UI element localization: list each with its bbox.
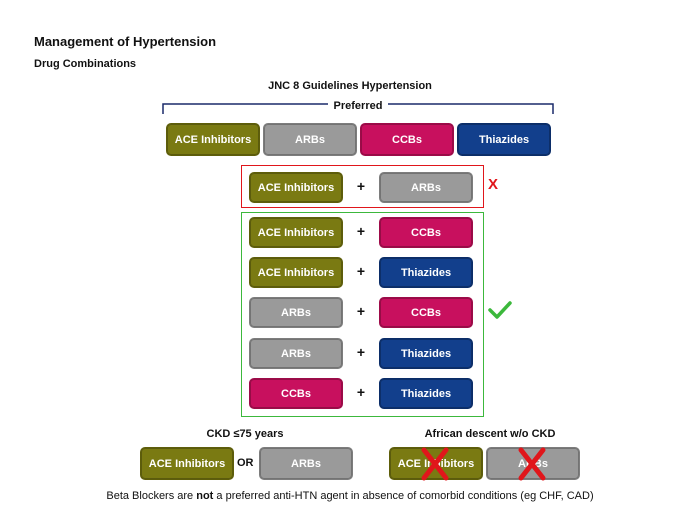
plus-sign: + [356,263,366,279]
preferred-label: Preferred [333,100,383,112]
avoid-ace-inhibitors: ACE Inhibitors [249,172,343,203]
plus-sign: + [356,303,366,319]
combo5-thiazides: Thiazides [379,378,473,409]
plus-sign: + [356,384,366,400]
preferred-thiazides: Thiazides [457,123,551,156]
or-label: OR [237,457,254,469]
combo1-ace-inhibitors: ACE Inhibitors [249,217,343,248]
avoid-x-mark: X [488,176,499,193]
combo2-ace-inhibitors: ACE Inhibitors [249,257,343,288]
plus-sign: + [356,223,366,239]
footnote-text-end: a preferred anti-HTN agent in absence of… [213,490,594,502]
footnote-text-start: Beta Blockers are [106,490,197,502]
avoid-arbs: ARBs [379,172,473,203]
preferred-bracket [162,103,554,114]
preferred-ace-inhibitors: ACE Inhibitors [166,123,260,156]
ckd-ace-inhibitors: ACE Inhibitors [140,447,234,480]
footnote-emphasis: not [196,490,214,502]
cross-out-icon [518,447,546,481]
checkmark-icon [488,301,512,319]
plus-sign: + [356,344,366,360]
combo5-ccbs: CCBs [249,378,343,409]
combo4-thiazides: Thiazides [379,338,473,369]
african-descent-title: African descent w/o CKD [424,428,556,440]
combo3-ccbs: CCBs [379,297,473,328]
cross-out-icon [421,447,449,481]
preferred-arbs: ARBs [263,123,357,156]
preferred-ccbs: CCBs [360,123,454,156]
plus-sign: + [356,178,366,194]
ckd-title: CKD ≤75 years [206,428,284,440]
combo3-arbs: ARBs [249,297,343,328]
combo2-thiazides: Thiazides [379,257,473,288]
section-subtitle: Drug Combinations [34,58,137,70]
guideline-title: JNC 8 Guidelines Hypertension [268,80,432,92]
ckd-arbs: ARBs [259,447,353,480]
avoid-combination-box [241,165,484,208]
combo4-arbs: ARBs [249,338,343,369]
beta-blocker-footnote: Beta Blockers are not a preferred anti-H… [0,490,700,502]
recommended-combinations-box [241,212,484,417]
combo1-ccbs: CCBs [379,217,473,248]
page-title: Management of Hypertension [34,34,217,49]
